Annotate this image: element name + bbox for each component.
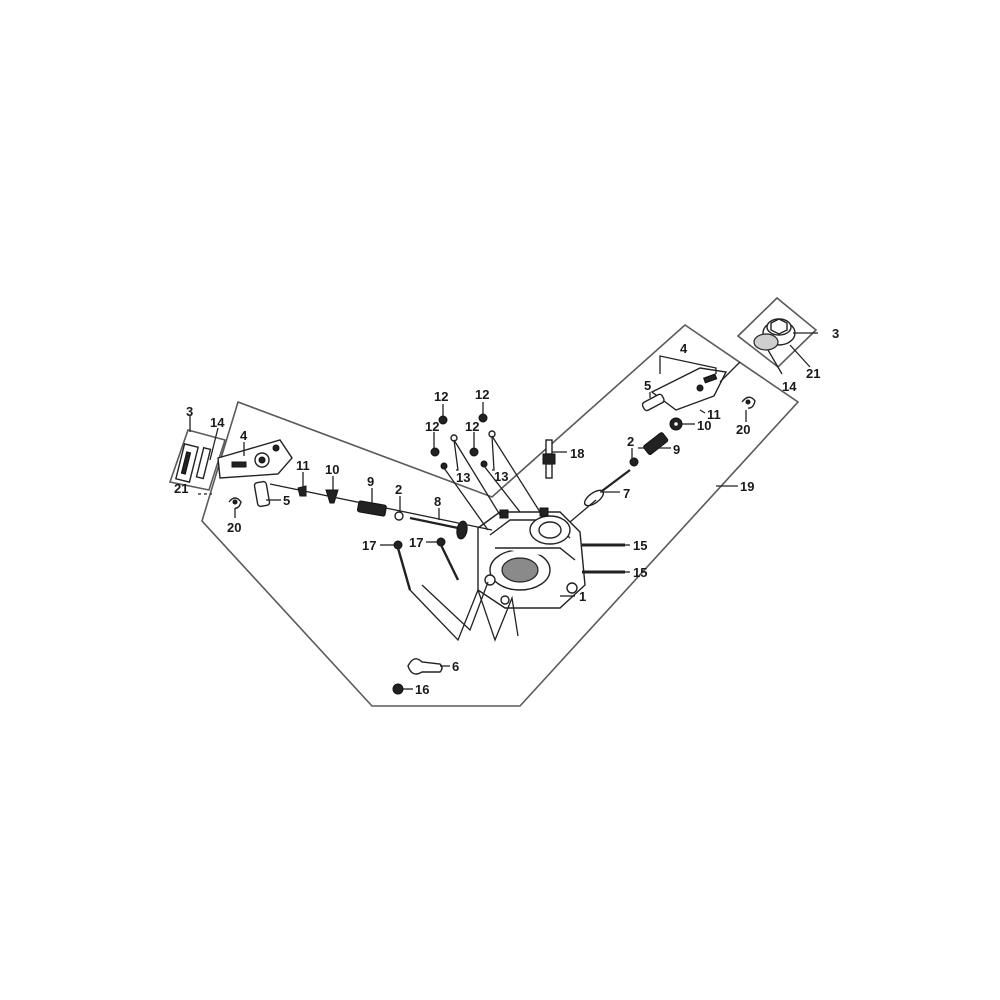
rocker-shaft-right: [641, 393, 665, 412]
callout-13-left: 13: [456, 470, 470, 485]
callout-1: 1: [579, 589, 586, 604]
detail-box-right-outline: [736, 296, 818, 369]
callout-2-right: 2: [627, 434, 634, 449]
cylinder-head: [477, 507, 586, 609]
group-19-outline: [201, 323, 800, 707]
clip-right: [741, 396, 756, 409]
callout-5-right: 5: [644, 378, 651, 393]
dowel-line-left: [269, 483, 493, 531]
callout-21-left: 21: [174, 481, 188, 496]
callout-12-a: 12: [434, 389, 448, 404]
leader-lines: [189, 332, 818, 690]
head-bolts-zigzag: [409, 581, 519, 642]
detail-box-left-outline: [168, 429, 227, 491]
callout-6: 6: [452, 659, 459, 674]
callout-20-left: 20: [227, 520, 241, 535]
studs-15: [582, 543, 625, 574]
rocker-arm-right: [650, 367, 728, 411]
callout-11-left: 11: [296, 458, 310, 473]
nut-16: [392, 683, 404, 695]
bolts-17: [393, 537, 460, 591]
callout-18: 18: [570, 446, 584, 461]
callout-14-left: 14: [210, 415, 225, 430]
clip-left: [228, 497, 242, 509]
intake-valve: [409, 516, 468, 540]
callout-labels: 3 14 4 11 10 9 2 8 5 21 20 17 17 12 12 1…: [174, 326, 839, 697]
callout-13-right: 13: [494, 469, 508, 484]
callout-4-right: 4: [680, 341, 688, 356]
rocker-cover-left: [175, 442, 212, 484]
callout-15-upper: 15: [633, 538, 647, 553]
callout-9-left: 9: [367, 474, 374, 489]
callout-16: 16: [415, 682, 429, 697]
callout-4-left: 4: [240, 428, 248, 443]
callout-5-left: 5: [283, 493, 290, 508]
callout-9-right: 9: [673, 442, 680, 457]
valve-spring-left: [356, 500, 387, 517]
exhaust-valve: [569, 469, 631, 523]
callout-21-right: 21: [806, 366, 820, 381]
valve-seal-left: [394, 511, 404, 521]
spark-plug: [542, 439, 556, 479]
callout-3-right: 3: [832, 326, 839, 341]
callout-17-right: 17: [409, 535, 423, 550]
valve-spring-right: [643, 432, 669, 456]
callout-20-right: 20: [736, 422, 750, 437]
rocker-shaft-left: [253, 480, 271, 508]
valve-cap-right: [669, 417, 683, 431]
rocker-arm-left: [217, 439, 293, 479]
valve-retainer-right: [629, 457, 639, 467]
callout-19: 19: [740, 479, 754, 494]
callout-12-c: 12: [425, 419, 439, 434]
callout-14-right: 14: [782, 379, 797, 394]
callout-10-left: 10: [325, 462, 339, 477]
callout-11-right: 11: [707, 407, 721, 422]
callout-7: 7: [623, 486, 630, 501]
tappet-cap-right: [753, 318, 796, 351]
callout-17-left: 17: [362, 538, 376, 553]
callout-8: 8: [434, 494, 441, 509]
callout-15-lower: 15: [633, 565, 647, 580]
callout-2-left: 2: [395, 482, 402, 497]
callout-10-right: 10: [697, 418, 711, 433]
callout-12-b: 12: [475, 387, 489, 402]
bracket-6: [407, 658, 443, 675]
callout-3-left: 3: [186, 404, 193, 419]
callout-12-d: 12: [465, 419, 479, 434]
